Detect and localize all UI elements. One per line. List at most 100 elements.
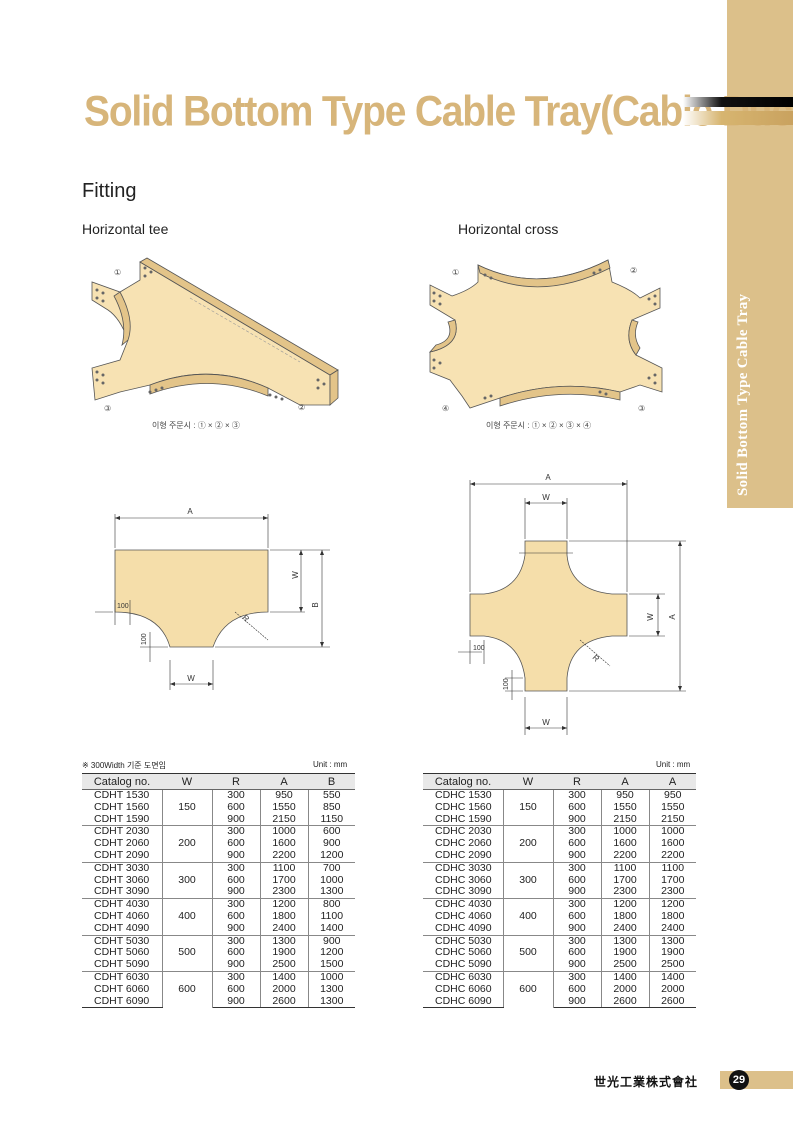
catalog-cell: CDHT 6090 bbox=[82, 995, 163, 1009]
a-cell: 2600 bbox=[601, 995, 650, 1009]
catalog-cell: CDHC 4060 bbox=[423, 910, 504, 923]
tee-dim-r: R bbox=[241, 613, 252, 624]
a2-cell: 1550 bbox=[661, 800, 685, 813]
b-cell: 1000 bbox=[320, 873, 344, 886]
r-cell: 300 bbox=[553, 788, 602, 802]
width-cell: 500 bbox=[503, 934, 554, 972]
header-catalog: Catalog no. bbox=[423, 773, 503, 790]
catalog-cell: CDHC 4030 bbox=[423, 898, 504, 911]
catalog-cell: CDHT 2090 bbox=[82, 849, 163, 863]
page-number: 29 bbox=[729, 1070, 749, 1090]
a-cell: 1000 bbox=[601, 825, 650, 839]
header-a2: A bbox=[649, 773, 696, 790]
b-cell: 1200 bbox=[320, 848, 344, 861]
catalog-cell: CDHC 5030 bbox=[423, 934, 504, 948]
a-cell: 2000 bbox=[601, 983, 650, 996]
a-cell: 2200 bbox=[601, 849, 650, 863]
cross-marker-3: ③ bbox=[638, 404, 646, 413]
r-cell: 300 bbox=[553, 934, 602, 948]
header-r: R bbox=[212, 773, 260, 790]
catalog-cell: CDHT 5060 bbox=[82, 947, 163, 960]
cross-caption: 이형 주문시 : ① × ② × ③ × ④ bbox=[486, 421, 592, 430]
cross-dim-a-top: A bbox=[545, 473, 551, 482]
r-cell: 600 bbox=[212, 801, 261, 814]
r-cell: 300 bbox=[212, 861, 261, 875]
catalog-cell: CDHC 1590 bbox=[423, 813, 504, 826]
a-cell: 1100 bbox=[260, 861, 309, 875]
r-cell: 900 bbox=[212, 849, 261, 863]
b-cell: 1100 bbox=[320, 909, 344, 922]
cross-dim-w-top: W bbox=[542, 493, 550, 502]
a2-cell: 1200 bbox=[649, 898, 696, 911]
cross-marker-1: ① bbox=[452, 268, 460, 277]
a-cell: 2500 bbox=[601, 958, 650, 972]
catalog-cell: CDHC 2090 bbox=[423, 849, 504, 863]
a-cell: 1400 bbox=[601, 970, 650, 984]
r-cell: 300 bbox=[212, 970, 261, 984]
b-cell: 850 bbox=[322, 800, 341, 813]
a2-cell: 1600 bbox=[661, 837, 685, 850]
a2-cell: 1800 bbox=[661, 909, 685, 922]
side-band bbox=[727, 0, 793, 508]
catalog-cell: CDHT 4090 bbox=[82, 922, 163, 936]
catalog-cell: CDHC 1560 bbox=[423, 801, 504, 814]
tee-table-unit: Unit : mm bbox=[313, 760, 348, 769]
r-cell: 300 bbox=[553, 970, 602, 984]
b-cell: 1500 bbox=[320, 958, 344, 971]
width-cell: 300 bbox=[162, 861, 213, 899]
catalog-cell: CDHT 5030 bbox=[82, 934, 163, 948]
catalog-cell: CDHC 2030 bbox=[423, 825, 504, 839]
catalog-cell: CDHC 6060 bbox=[423, 983, 504, 996]
r-cell: 900 bbox=[212, 813, 261, 826]
header-w: W bbox=[162, 773, 212, 790]
catalog-cell: CDHC 3060 bbox=[423, 874, 504, 887]
a2-cell: 1300 bbox=[649, 934, 696, 948]
a-cell: 1400 bbox=[260, 970, 309, 984]
a-cell: 2400 bbox=[601, 922, 650, 936]
r-cell: 600 bbox=[212, 947, 261, 960]
b-cell: 1000 bbox=[308, 970, 355, 984]
header-r: R bbox=[553, 773, 601, 790]
r-cell: 900 bbox=[553, 813, 602, 826]
tee-dim-a: A bbox=[187, 507, 193, 516]
a-cell: 1000 bbox=[260, 825, 309, 839]
r-cell: 600 bbox=[212, 874, 261, 887]
r-cell: 600 bbox=[212, 910, 261, 923]
tee-dim-b: B bbox=[311, 602, 320, 607]
a2-cell: 2500 bbox=[661, 958, 685, 971]
cross-dim-a-right: A bbox=[668, 614, 677, 620]
page-title: Solid Bottom Type Cable Tray(Cable Duct) bbox=[84, 88, 793, 136]
a-cell: 950 bbox=[260, 788, 309, 802]
r-cell: 900 bbox=[212, 995, 261, 1009]
a-cell: 1100 bbox=[601, 861, 650, 875]
cross-heading: Horizontal cross bbox=[458, 221, 559, 237]
a-cell: 2200 bbox=[260, 849, 309, 863]
a-cell: 2300 bbox=[260, 885, 309, 899]
r-cell: 900 bbox=[553, 885, 602, 899]
catalog-cell: CDHC 1530 bbox=[423, 788, 504, 802]
company-logo: 世光工業株式會社 bbox=[594, 1075, 699, 1089]
a-cell: 1300 bbox=[260, 934, 309, 948]
a2-cell: 2400 bbox=[661, 921, 685, 934]
a-cell: 2000 bbox=[260, 983, 309, 996]
a-cell: 1900 bbox=[260, 947, 309, 960]
catalog-cell: CDHT 2030 bbox=[82, 825, 163, 839]
a-cell: 2150 bbox=[260, 813, 309, 826]
catalog-cell: CDHT 6030 bbox=[82, 970, 163, 984]
